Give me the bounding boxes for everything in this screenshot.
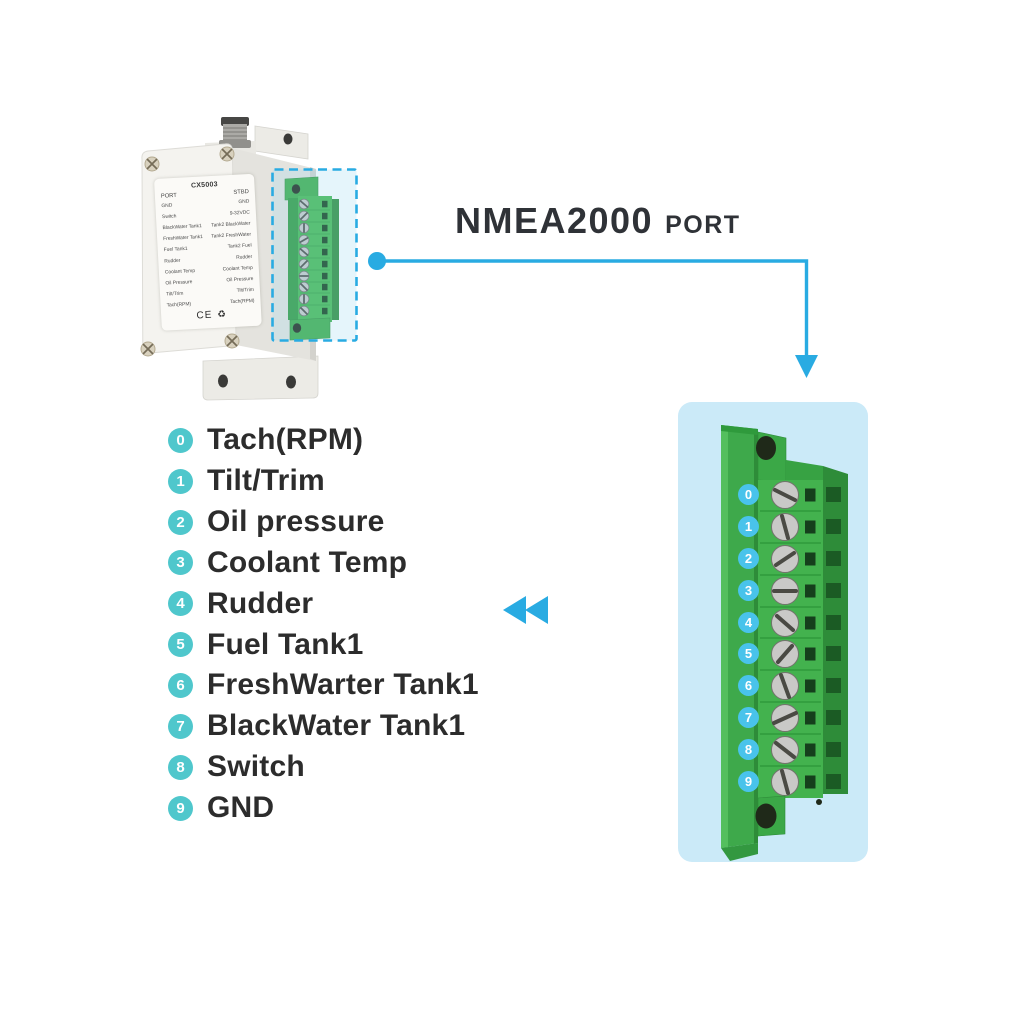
terminal-closeup-panel: 0 1 2 3 4 5 6 7 8 9 <box>678 402 868 862</box>
pin-number-badge: 9 <box>168 795 193 821</box>
arrow-down-icon <box>795 355 818 378</box>
pin-label: Rudder <box>207 586 314 620</box>
recycle-icon: ♻ <box>217 308 227 320</box>
pin-number-badge: 8 <box>168 754 193 780</box>
double-left-arrow-icon <box>503 596 548 624</box>
pin-label: Tilt/Trim <box>207 464 325 498</box>
title-nmea2000: NMEA2000 <box>455 200 654 241</box>
terminal-screws <box>298 198 310 317</box>
label-left-header: PORT <box>160 192 177 199</box>
panel-pin-badge: 0 <box>738 484 759 505</box>
panel-pin-badge: 8 <box>738 739 759 760</box>
title-port: PORT <box>665 211 741 239</box>
flange-hole <box>218 374 228 388</box>
pin-number-badge: 5 <box>168 632 193 658</box>
flange-hole <box>283 133 293 145</box>
panel-pin-badge: 9 <box>738 771 759 792</box>
label-right-header: STBD <box>233 188 249 196</box>
terminal-body-step <box>786 460 823 482</box>
pin-list-item: 4 Rudder <box>168 583 479 624</box>
pin-label: Oil pressure <box>207 505 385 539</box>
pin-label: FreshWarter Tank1 <box>207 668 479 702</box>
panel-pin-badge: 2 <box>738 548 759 569</box>
terminal-block-illustration <box>721 425 848 861</box>
pin-list: 0 Tach(RPM) 1 Tilt/Trim 2 Oil pressure 3 Coo… <box>168 420 479 828</box>
pin-label: BlackWater Tank1 <box>207 709 466 743</box>
pin-number-badge: 3 <box>168 550 193 576</box>
case-screws <box>140 146 240 357</box>
page-title: NMEA2000 PORT <box>455 200 741 242</box>
highlight-dashed-box <box>271 168 358 342</box>
pin-number-badge: 0 <box>168 427 193 453</box>
pin-list-item: 0 Tach(RPM) <box>168 420 479 461</box>
terminal-wire-slots <box>805 488 816 789</box>
top-mount-flange <box>254 125 309 160</box>
pin-number-badge: 2 <box>168 509 193 535</box>
callout-connector-line <box>368 252 818 378</box>
flange-hole <box>286 375 296 389</box>
ce-mark-icon: CE <box>196 309 213 321</box>
pin-label: GND <box>207 791 275 825</box>
screw-icon <box>144 156 160 172</box>
terminal-side-cells <box>823 466 848 794</box>
pin-number-badge: 4 <box>168 591 193 617</box>
terminal-top-ear <box>756 431 787 483</box>
terminal-wire-slots <box>322 200 328 315</box>
pin-label: Coolant Temp <box>207 545 408 579</box>
pin-list-item: 6 FreshWarter Tank1 <box>168 665 479 706</box>
pin-list-item: 2 Oil pressure <box>168 502 479 543</box>
pin-list-item: 8 Switch <box>168 747 479 788</box>
screw-icon <box>224 333 240 349</box>
panel-pin-badge: 7 <box>738 707 759 728</box>
pin-list-item: 7 BlackWater Tank1 <box>168 706 479 747</box>
pin-list-item: 3 Coolant Temp <box>168 543 479 584</box>
screw-icon <box>219 146 235 162</box>
terminal-bottom-ear <box>755 795 822 837</box>
panel-pin-badge: 1 <box>738 516 759 537</box>
pin-number-badge: 6 <box>168 672 193 698</box>
pin-label: Fuel Tank1 <box>207 627 364 661</box>
screw-icon <box>140 341 156 357</box>
side-terminal-connector <box>284 176 339 341</box>
panel-pin-badge: 4 <box>738 612 759 633</box>
panel-pin-badge: 5 <box>738 643 759 664</box>
callout-dot <box>368 252 386 270</box>
bottom-mount-flange <box>202 355 319 401</box>
panel-pin-badge: 6 <box>738 675 759 696</box>
panel-pin-badge: 3 <box>738 580 759 601</box>
terminal-screws <box>771 481 799 796</box>
pin-label: Tach(RPM) <box>207 423 364 457</box>
pin-number-badge: 7 <box>168 713 193 739</box>
pin-list-item: 1 Tilt/Trim <box>168 461 479 502</box>
m12-connector-icon <box>219 117 251 148</box>
pin-list-item: 9 GND <box>168 788 479 829</box>
pin-label: Switch <box>207 750 305 784</box>
pin-number-badge: 1 <box>168 468 193 494</box>
pin-list-item: 5 Fuel Tank1 <box>168 624 479 665</box>
